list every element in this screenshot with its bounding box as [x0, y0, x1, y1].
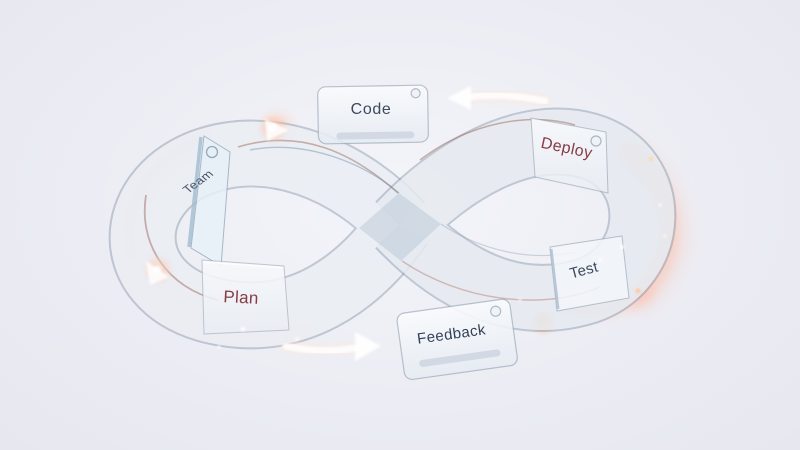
top-left-arrowhead-icon	[262, 117, 289, 141]
bottom-flow-arrow-icon	[280, 332, 381, 361]
plan-panel	[201, 259, 290, 335]
test-panel	[549, 235, 630, 312]
feedback-card	[396, 298, 518, 381]
team-panel-hole-icon	[205, 145, 219, 159]
flow-arrows	[146, 86, 551, 361]
stage-panels	[187, 117, 630, 335]
left-loop-glass	[110, 121, 427, 348]
deploy-panel	[530, 117, 609, 194]
deploy-panel-hole-icon	[590, 135, 602, 147]
floating-cards	[317, 84, 518, 381]
right-loop-glass	[376, 109, 675, 330]
code-card	[317, 84, 429, 145]
feedback-card-hole-icon	[490, 305, 502, 317]
center-overlap	[359, 193, 441, 261]
sparkle-particles	[55, 156, 667, 352]
code-card-hole-icon	[410, 88, 421, 99]
blue-edge-highlight	[249, 146, 400, 194]
left-arc-arrowhead-icon	[146, 258, 170, 285]
top-flow-arrow-icon	[447, 86, 551, 110]
feedback-card-underline-bar	[419, 349, 501, 367]
infinity-ribbon	[108, 107, 677, 350]
code-card-underline-bar	[336, 131, 415, 140]
bronze-edge-top-right	[419, 118, 576, 161]
